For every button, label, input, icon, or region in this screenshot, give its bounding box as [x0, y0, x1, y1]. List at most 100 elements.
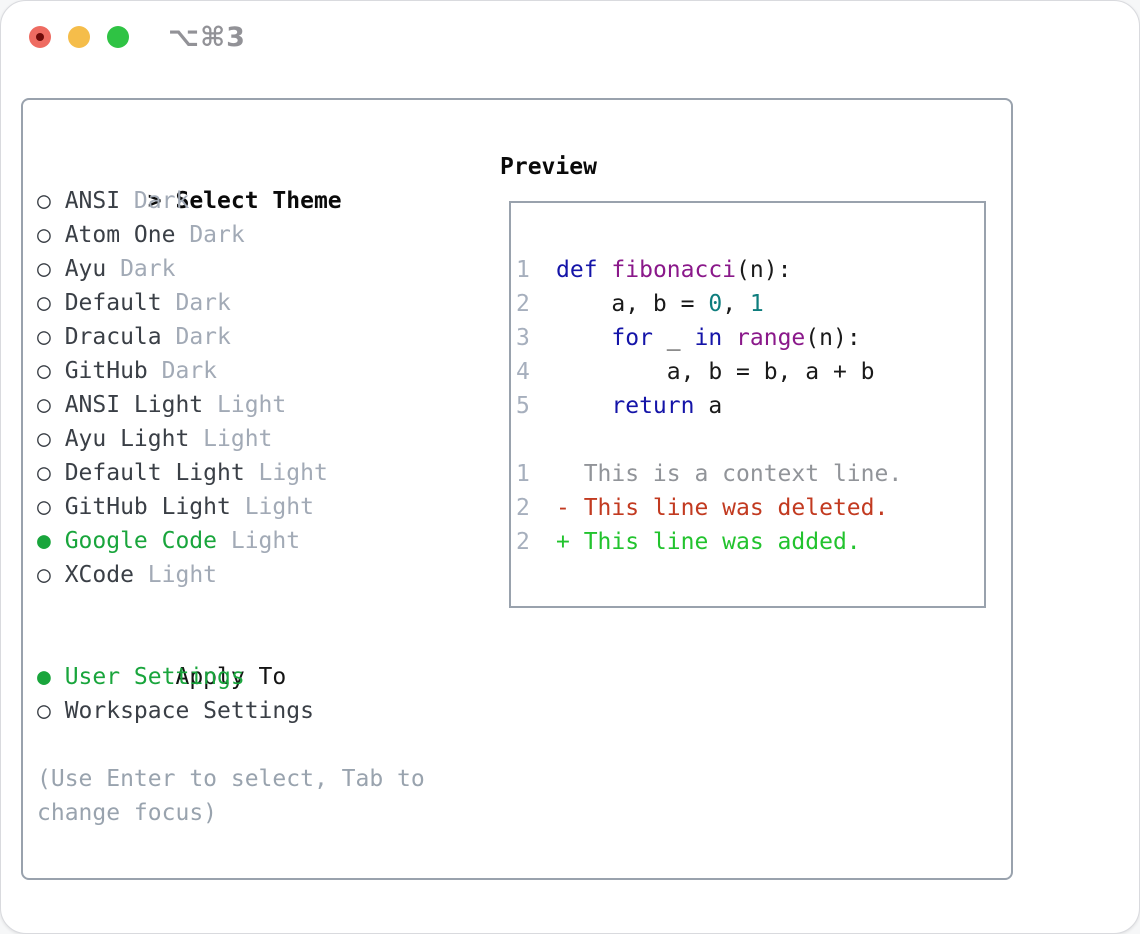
code-token-pl: [722, 325, 736, 351]
theme-list: >Select Theme ○ANSI Dark○Atom One Dark○A…: [37, 150, 487, 830]
line-number: 4: [516, 359, 530, 385]
code-token-pl: a, b =: [556, 291, 709, 317]
preview-title: Preview: [500, 154, 597, 180]
theme-variant: Dark: [175, 222, 245, 248]
theme-variant: Light: [189, 426, 273, 452]
theme-name: Default Light: [64, 460, 245, 486]
code-line: 3 for _ in range(n):: [516, 321, 978, 355]
theme-name: Google Code: [64, 528, 218, 554]
code-token-pl: (n):: [736, 257, 792, 283]
radio-icon: ○: [37, 256, 51, 282]
theme-item-ayu[interactable]: ○ Ayu Dark: [37, 252, 487, 286]
theme-variant: Light: [203, 392, 287, 418]
theme-name: ANSI: [64, 188, 121, 214]
code-token-pl: _: [652, 325, 695, 351]
apply-option-label: Workspace Settings: [64, 698, 314, 724]
spacer-row: [516, 423, 978, 457]
theme-variant: Light: [217, 528, 301, 554]
theme-list-title: Select Theme: [175, 188, 342, 214]
theme-name: Atom One: [64, 222, 176, 248]
zoom-button[interactable]: [107, 26, 129, 48]
apply-to-header: Apply To: [37, 626, 487, 690]
spacer-row: [37, 728, 487, 762]
theme-item-ansi-light[interactable]: ○ ANSI Light Light: [37, 388, 487, 422]
code-token-fn: fibonacci: [611, 257, 737, 283]
theme-item-default[interactable]: ○ Default Dark: [37, 286, 487, 320]
code-token-lit: 0: [708, 291, 723, 317]
code-line: 5 return a: [516, 389, 978, 423]
theme-list-header: > Select Theme: [37, 150, 487, 214]
theme-name: Default: [64, 290, 162, 316]
apply-option-label: User Settings: [64, 664, 245, 690]
code-token-pl: a: [694, 393, 723, 419]
titlebar: ⌥⌘3: [1, 1, 1139, 73]
radio-icon: ○: [37, 494, 51, 520]
theme-item-github-light[interactable]: ○GitHub Light Light: [37, 490, 487, 524]
diff-line-del: 2 - This line was deleted.: [516, 491, 978, 525]
help-text-line: (Use Enter to select, Tab to: [37, 766, 425, 792]
theme-name: GitHub Light: [64, 494, 231, 520]
apply-to-options: ● User Settings ○ Workspace Settings: [37, 660, 487, 728]
line-number: 3: [516, 325, 530, 351]
theme-item-google-code[interactable]: ●Google Code Light: [37, 524, 487, 558]
theme-item-xcode[interactable]: ○ XCode Light: [37, 558, 487, 592]
theme-variant: Dark: [106, 256, 176, 282]
line-number: 1: [516, 257, 530, 283]
help-text-line: change focus): [37, 800, 218, 826]
apply-option-user-settings[interactable]: ● User Settings: [37, 660, 487, 694]
radio-icon: ○: [37, 392, 51, 418]
theme-name: GitHub: [64, 358, 148, 384]
diff-text-del: - This line was deleted.: [556, 495, 889, 521]
radio-selected-icon: ●: [37, 664, 51, 690]
code-token-kw: in: [694, 325, 723, 351]
line-number: 1: [516, 461, 530, 487]
theme-variant: Dark: [161, 290, 231, 316]
theme-name: Ayu: [64, 256, 107, 282]
code-token-pl: [556, 393, 611, 419]
diff-line-ctx: 1 This is a context line.: [516, 457, 978, 491]
theme-item-default-light[interactable]: ○Default Light Light: [37, 456, 487, 490]
theme-name: XCode: [64, 562, 134, 588]
theme-selector-panel: >Select Theme ○ANSI Dark○Atom One Dark○A…: [21, 98, 1013, 880]
close-button[interactable]: [29, 26, 51, 48]
code-line: 4 a, b = b, a + b: [516, 355, 978, 389]
spacer-row: [37, 592, 487, 626]
minimize-button[interactable]: [68, 26, 90, 48]
theme-item-github[interactable]: ○GitHub Dark: [37, 354, 487, 388]
theme-name: Dracula: [64, 324, 162, 350]
traffic-lights: [29, 26, 129, 48]
line-number: 2: [516, 495, 530, 521]
theme-variant: Dark: [147, 358, 218, 384]
radio-icon: ○: [37, 222, 51, 248]
radio-icon: ○: [37, 324, 51, 350]
code-line: 1 def fibonacci(n):: [516, 253, 978, 287]
theme-name: Ayu Light: [64, 426, 190, 452]
line-number: 2: [516, 291, 530, 317]
theme-variant: Light: [133, 562, 218, 588]
code-token-kw: return: [611, 393, 695, 419]
code-token-kw: def: [556, 257, 598, 283]
theme-variant: Light: [244, 460, 328, 486]
radio-icon: ○: [37, 290, 51, 316]
help-text: (Use Enter to select, Tab to change focus…: [37, 762, 487, 830]
theme-name: ANSI Light: [64, 392, 204, 418]
focus-caret-icon: >: [147, 188, 162, 214]
theme-item-ansi[interactable]: ○ANSI Dark: [37, 184, 487, 218]
theme-item-dracula[interactable]: ○ Dracula Dark: [37, 320, 487, 354]
diff-text-ctx: This is a context line.: [556, 461, 903, 487]
apply-option-workspace-settings[interactable]: ○ Workspace Settings: [37, 694, 487, 728]
theme-item-atom-one[interactable]: ○ Atom One Dark: [37, 218, 487, 252]
radio-icon: ○: [37, 426, 51, 452]
window-title: ⌥⌘3: [168, 22, 246, 53]
code-line: 2 a, b = 0, 1: [516, 287, 978, 321]
theme-item-ayu-light[interactable]: ○ Ayu Light Light: [37, 422, 487, 456]
theme-variant: Dark: [161, 324, 231, 350]
theme-variant: Dark: [120, 188, 190, 214]
radio-icon: ○: [37, 698, 51, 724]
code-token-pl: [556, 325, 611, 351]
radio-icon: ○: [37, 562, 51, 588]
theme-items: ○ANSI Dark○Atom One Dark○Ayu Dark○Defaul…: [37, 184, 487, 592]
